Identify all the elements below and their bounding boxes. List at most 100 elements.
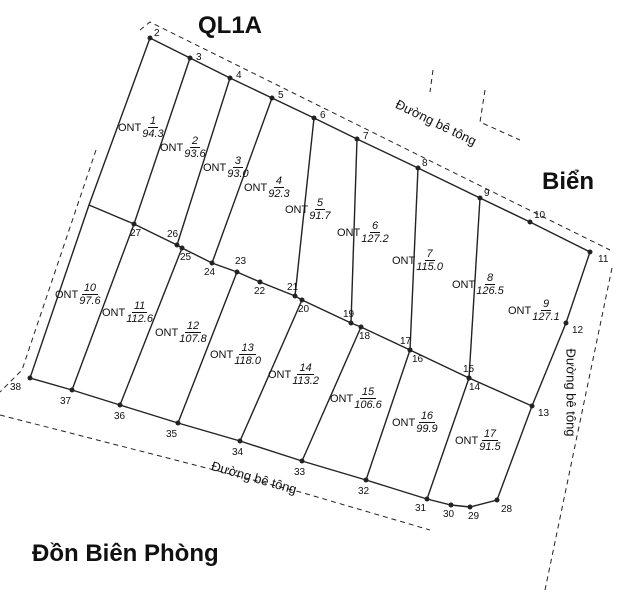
lot-divider (426, 377, 470, 500)
point-label: 23 (235, 256, 247, 267)
boundary-point-marker (179, 245, 185, 251)
lot-area: 118.0 (234, 355, 261, 367)
road-ql1a-label: QL1A (198, 12, 263, 39)
point-label: 34 (232, 447, 244, 458)
point-label: 6 (320, 110, 326, 121)
lot-area: 115.0 (416, 261, 443, 273)
land-type: ONT (203, 161, 227, 174)
point-label: 5 (278, 90, 284, 101)
lot-divider (239, 299, 303, 442)
point-label: 32 (358, 486, 370, 497)
boundary-point-marker (299, 458, 305, 464)
road-edge-mark (479, 89, 521, 141)
boundary-point-marker (227, 75, 233, 81)
boundary-point-marker (424, 496, 430, 502)
point-label: 27 (130, 228, 142, 239)
boundary-point-marker (407, 347, 413, 353)
boundary-point-marker (237, 438, 243, 444)
land-type: ONT (268, 368, 292, 381)
boundary-point-marker (363, 477, 369, 483)
land-type: ONT (55, 288, 79, 301)
road-edge-mark (429, 69, 434, 93)
road-edge-top (139, 21, 611, 251)
point-label: 28 (501, 504, 513, 515)
boundary-point-marker (269, 95, 275, 101)
lot-area: 107.8 (179, 333, 207, 345)
land-type: ONT (508, 304, 532, 317)
lot-number: 11 (131, 300, 148, 313)
road-edge-bottom (0, 414, 431, 531)
lot-number: 2 (189, 135, 200, 148)
lot-number: 9 (540, 298, 552, 311)
point-label: 26 (167, 229, 179, 240)
point-label: 20 (298, 304, 310, 315)
boundary-point-marker (415, 165, 421, 171)
land-type: ONT (337, 226, 361, 239)
lot-area: 99.9 (416, 423, 438, 435)
road-edge-right (544, 267, 613, 591)
lot-divider (176, 77, 231, 246)
lot-number: 13 (239, 342, 256, 355)
point-label: 3 (196, 52, 202, 63)
boundary-point-marker (69, 387, 75, 393)
boundary-point-marker (292, 293, 298, 299)
land-type: ONT (155, 326, 179, 339)
lot-number: 16 (418, 410, 436, 423)
border-post-label: Đồn Biên Phòng (32, 540, 219, 567)
lot-divider (211, 97, 273, 264)
lot-area: 91.5 (479, 441, 501, 453)
lot-area: 93.0 (227, 168, 249, 180)
lot-area: 94.3 (142, 128, 164, 140)
lot-divider (468, 197, 481, 379)
lot-area: 113.2 (292, 375, 319, 387)
point-label: 19 (343, 309, 355, 320)
outer-boundary (29, 37, 591, 508)
point-label: 21 (287, 282, 299, 293)
lot-number: 3 (232, 155, 243, 168)
point-label: 10 (534, 210, 546, 221)
lot-number: 5 (314, 197, 325, 210)
lot-area: 97.6 (79, 295, 101, 307)
boundary-point-marker (234, 269, 240, 275)
road-right-label: Đường bê tông (563, 348, 579, 437)
boundary-point-marker (27, 375, 33, 381)
boundary-point-marker (354, 136, 360, 142)
boundary-point-marker (131, 221, 137, 227)
lot-divider (71, 223, 135, 391)
boundary-point-marker (527, 219, 533, 225)
land-type: ONT (118, 121, 142, 134)
point-label: 8 (422, 158, 428, 169)
point-label: 14 (469, 382, 481, 393)
boundary-point-marker (348, 320, 354, 326)
lot-divider (350, 138, 358, 324)
lot-number: 6 (369, 220, 381, 233)
point-label: 15 (463, 364, 475, 375)
point-label: 22 (254, 286, 266, 297)
point-label: 11 (598, 254, 609, 265)
lot-number: 12 (184, 320, 202, 333)
lot-area: 93.6 (184, 148, 206, 160)
boundary-point-marker (311, 115, 317, 121)
point-label: 7 (363, 131, 369, 142)
lot-area: 106.6 (354, 399, 382, 411)
